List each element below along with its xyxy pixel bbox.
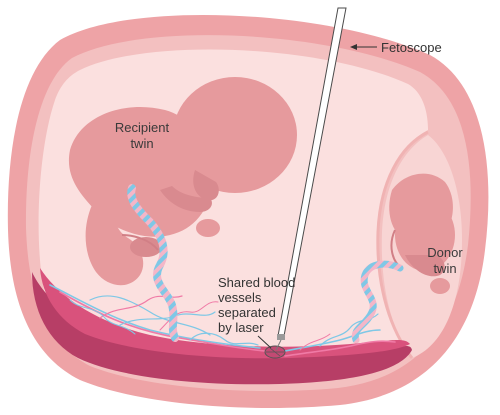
- vessels-label-line1: Shared blood: [218, 275, 295, 290]
- donor-label-line2: twin: [433, 261, 456, 276]
- shared-vessels-callout: Shared blood vessels separated by laser: [218, 275, 295, 349]
- recipient-twin-callout: Recipient twin: [115, 120, 170, 151]
- fetoscope-label: Fetoscope: [381, 40, 442, 55]
- vessels-label-line2: vessels: [218, 290, 262, 305]
- laser-target-site: [264, 345, 286, 359]
- vessels-label-line4: by laser: [218, 320, 264, 335]
- donor-umbilical-cord: [351, 260, 404, 344]
- dividing-membrane: [376, 130, 429, 359]
- donor-twin-callout: Donor twin: [427, 245, 463, 276]
- recipient-umbilical-cord: [127, 184, 179, 342]
- donor-twin: [389, 173, 455, 294]
- recipient-twin: [68, 77, 297, 286]
- fetoscope-callout: Fetoscope: [350, 40, 442, 55]
- recipient-label-line2: twin: [130, 136, 153, 151]
- donor-label-line1: Donor: [427, 245, 463, 260]
- recipient-label-line1: Recipient: [115, 120, 170, 135]
- vessels-label-line3: separated: [218, 305, 276, 320]
- placenta-surface: [40, 268, 410, 359]
- fetoscope: [275, 7, 347, 351]
